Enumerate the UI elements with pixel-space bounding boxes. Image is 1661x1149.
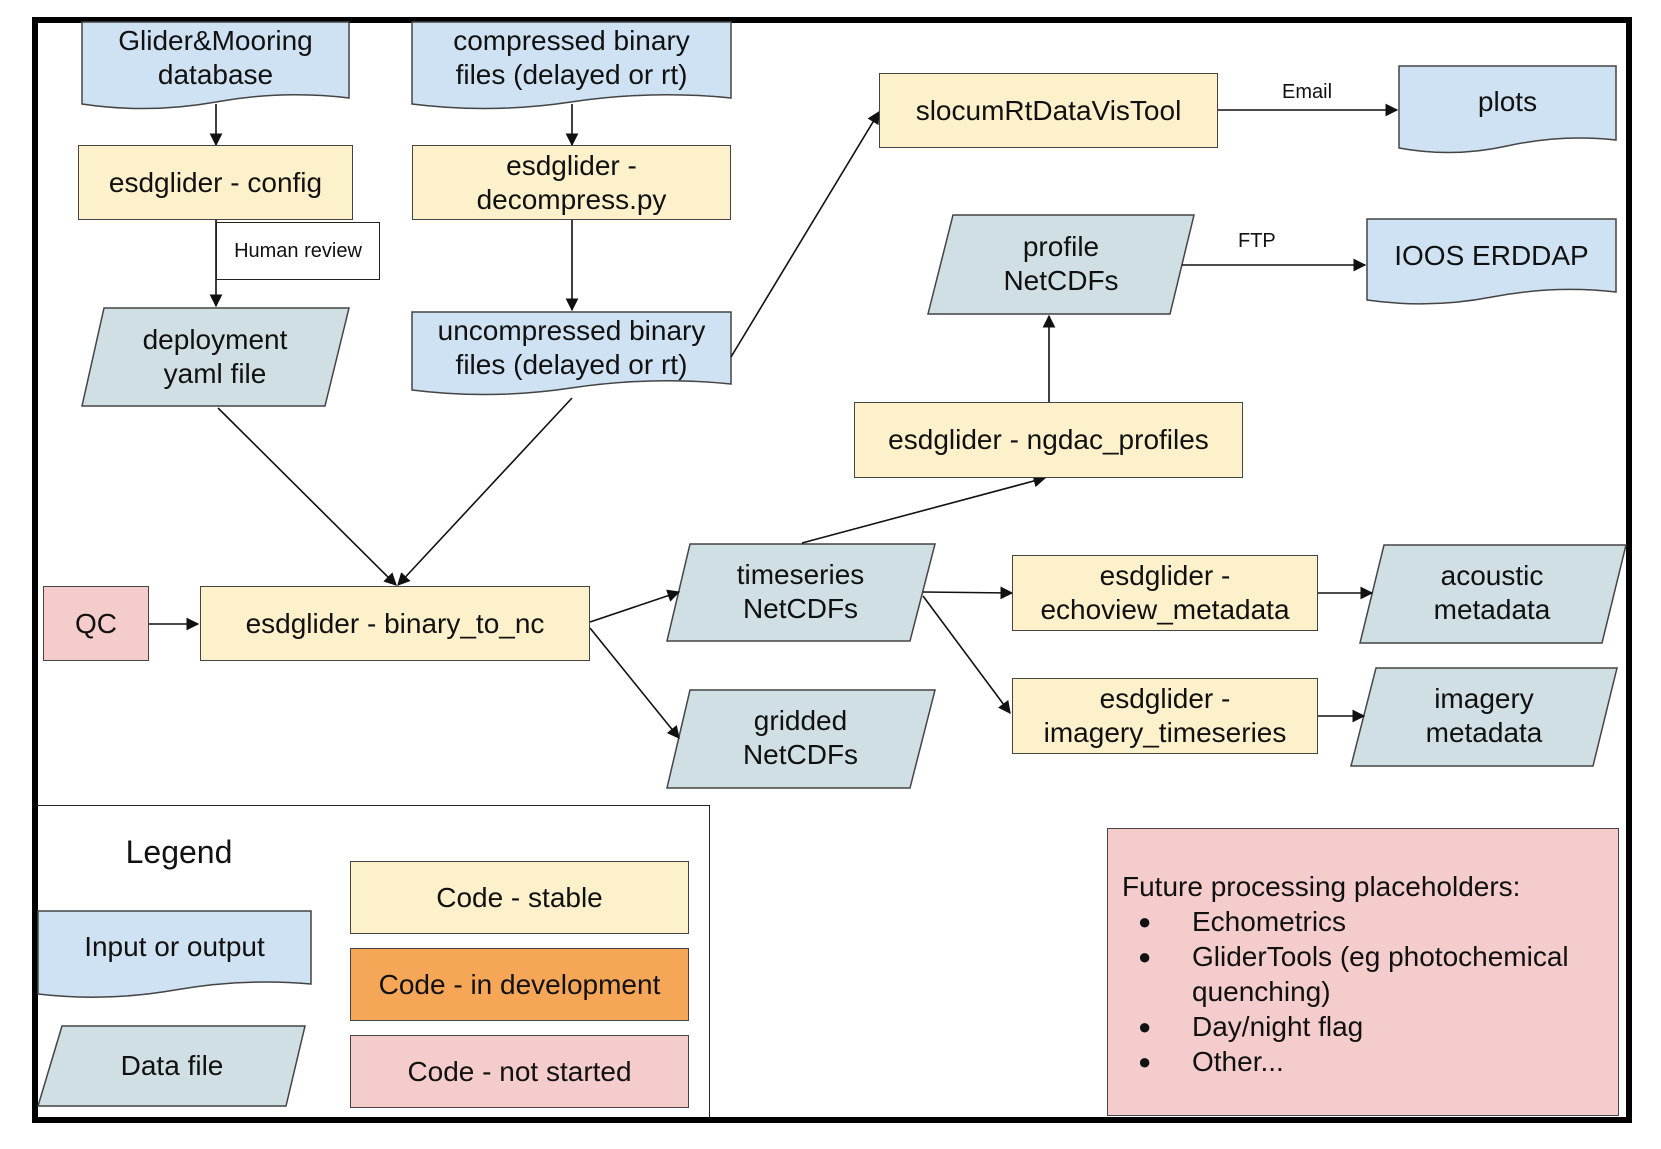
legend-code-stable: Code - stable — [350, 861, 689, 934]
edge-yaml-to-binary — [217, 407, 397, 586]
ftp-edge-label: FTP — [1238, 230, 1276, 252]
email-edge-label: Email — [1282, 81, 1333, 103]
plots-shape — [1398, 65, 1617, 154]
esdglider-imagery-timeseries-node: esdglider - imagery_timeseries — [1012, 678, 1318, 754]
profile-netcdfs-node: profile NetCDFs — [1003, 231, 1119, 296]
acoustic-metadata-node: acoustic metadata — [1433, 560, 1551, 625]
legend-panel — [36, 805, 710, 1117]
acoustic-shape — [1359, 544, 1627, 644]
ioos-shape — [1366, 218, 1617, 305]
edge-timeseries-to-imagery — [922, 595, 1011, 715]
esdglider-decompress-node: esdglider - decompress.py — [412, 145, 731, 220]
future-processing-title: Future processing placeholders: — [1122, 871, 1521, 902]
esdglider-config-node: esdglider - config — [78, 145, 353, 220]
imagery-meta-shape — [1350, 667, 1618, 767]
edge-uncompressed-to-binary — [397, 397, 573, 586]
diagram-frame — [32, 17, 1632, 1123]
plots-node: plots — [1477, 86, 1538, 117]
esdglider-binary-to-nc-node: esdglider - binary_to_nc — [200, 586, 590, 661]
legend-title: Legend — [125, 834, 233, 870]
uncompressed-shape — [411, 311, 732, 396]
timeseries-shape — [666, 543, 936, 642]
deployment-yaml-shape — [81, 307, 350, 407]
uncompressed-binary-node: uncompressed binary files (delayed or rt… — [437, 315, 706, 380]
future-item-glidertools: GliderTools (eg photochemical quenching) — [1138, 939, 1604, 1009]
edge-uncompressed-to-slocum — [730, 110, 880, 358]
ioos-erddap-node: IOOS ERDDAP — [1394, 240, 1589, 271]
gridded-shape — [666, 689, 936, 789]
compressed-binary-node: compressed binary files (delayed or rt) — [453, 25, 690, 90]
legend-io-shape — [37, 910, 312, 998]
glider-db-node: Glider&Mooring database — [118, 25, 313, 90]
future-item-echometrics: Echometrics — [1138, 904, 1604, 939]
future-processing-panel: Future processing placeholders: Echometr… — [1107, 828, 1619, 1116]
future-item-other: Other... — [1138, 1044, 1604, 1079]
legend-data-file-label: Data file — [120, 1050, 224, 1081]
imagery-metadata-node: imagery metadata — [1425, 683, 1543, 748]
esdglider-echoview-metadata-node: esdglider - echoview_metadata — [1012, 555, 1318, 631]
timeseries-netcdfs-node: timeseries NetCDFs — [736, 559, 865, 624]
legend-code-not-started: Code - not started — [350, 1035, 689, 1108]
compressed-shape — [411, 21, 732, 110]
deployment-yaml-node: deployment yaml file — [142, 324, 288, 389]
legend-input-output-label: Input or output — [84, 931, 265, 962]
edge-timeseries-to-echoview — [922, 586, 1014, 600]
qc-node: QC — [43, 586, 149, 661]
profile-netcdfs-shape — [927, 214, 1195, 315]
esdglider-ngdac-profiles-node: esdglider - ngdac_profiles — [854, 402, 1243, 478]
slocum-rt-data-vis-tool-node: slocumRtDataVisTool — [879, 73, 1218, 148]
edge-binary-to-timeseries — [589, 589, 681, 623]
legend-data-file-shape — [36, 1025, 306, 1107]
gridded-netcdfs-node: gridded NetCDFs — [742, 705, 859, 770]
edge-binary-to-gridded — [589, 627, 680, 739]
glider-db-shape — [81, 21, 350, 110]
legend-code-in-development: Code - in development — [350, 948, 689, 1021]
future-item-day-night-flag: Day/night flag — [1138, 1009, 1604, 1044]
human-review-node: Human review — [216, 222, 380, 280]
future-processing-list: Echometrics GliderTools (eg photochemica… — [1122, 904, 1604, 1079]
edge-timeseries-to-ngdac — [801, 474, 1047, 544]
